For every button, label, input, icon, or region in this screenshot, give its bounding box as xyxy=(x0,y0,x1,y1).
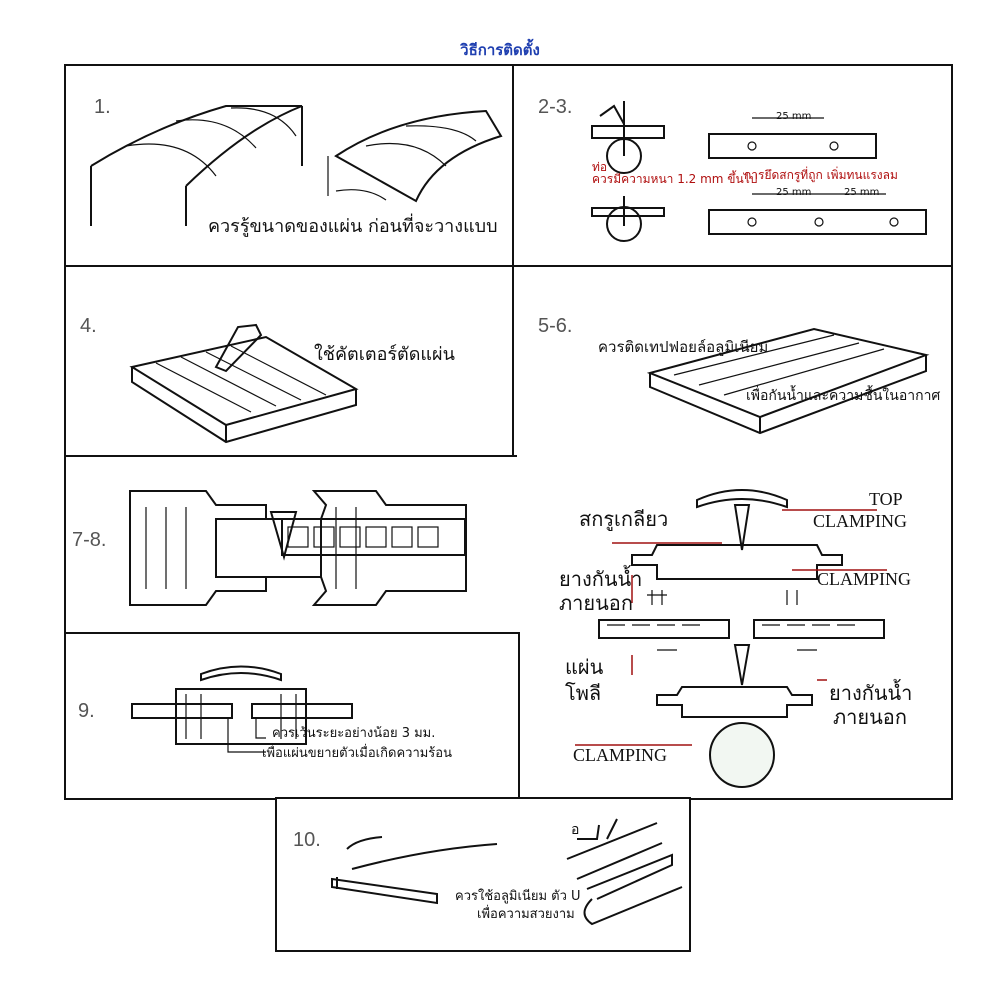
cutter-sheet-illustration xyxy=(129,323,359,444)
pipe-label: ท่อ xyxy=(592,160,608,174)
label-top: TOP xyxy=(869,489,903,509)
label-gasket-outer-line1: ยางกันน้ำ xyxy=(559,567,643,591)
u-label: อ xyxy=(571,822,580,838)
label-clamping-bottom: CLAMPING xyxy=(573,745,668,765)
label-gasket-inner-line1: ยางกันน้ำ xyxy=(829,681,913,705)
step-caption: ใช้คัตเตอร์ตัดแผ่น xyxy=(314,344,455,365)
pipe-profile-illustration xyxy=(591,101,927,242)
step-caption: ควรรู้ขนาดของแผ่น ก่อนที่จะวางแบบ xyxy=(208,216,498,237)
screw-placement-note: การยึดสกรูที่ถูก เพิ่มทนแรงลม xyxy=(744,168,898,182)
step-caption-top: ควรติดเทปฟอยล์อลูมิเนียม xyxy=(598,338,769,356)
label-gasket-inner-line2: ภายนอก xyxy=(833,705,907,729)
label-clamping-middle: CLAMPING xyxy=(817,569,912,589)
step-number: 5-6. xyxy=(538,315,573,337)
step-number: 1. xyxy=(94,96,111,118)
panel-step-10: 10. อ ควรใช้อลูมิเนียม ตัว U เพื่อความสว… xyxy=(275,797,691,952)
gap-note-line2: เพื่อแผ่นขยายตัวเมื่อเกิดความร้อน xyxy=(262,746,452,761)
step-number: 10. xyxy=(293,829,321,851)
label-sheet-line2: โพลี xyxy=(565,681,602,705)
panel-step-5-6: 5-6. ควรติดเทปฟอยล์อลูมิเนียม เพื่อกันน้… xyxy=(512,265,953,457)
step-number: 2-3. xyxy=(538,96,573,118)
label-gasket-outer-line2: ภายนอก xyxy=(559,591,633,615)
u-channel-illustration xyxy=(331,818,683,926)
foil-tape-sheet-illustration xyxy=(646,327,930,435)
dimension-label: 25 mm xyxy=(844,187,880,198)
step-number: 9. xyxy=(78,700,95,722)
carport-arch-illustration xyxy=(90,105,503,226)
step-caption-bottom: เพื่อกันน้ำและความชื้นในอากาศ xyxy=(746,388,941,404)
panel-step-2-3: 2-3. ท่อ ควรมีความหนา 1.2 mm ขึ้นไป การย… xyxy=(512,64,953,268)
dimension-label: 25 mm xyxy=(776,187,812,198)
panel-step-9: 9. ควรเว้นระยะอย่างน้อย 3 มม. เพื่อแผ่นข… xyxy=(64,632,520,800)
clamp-profile-cross-section xyxy=(129,490,467,606)
label-top-clamping: CLAMPING xyxy=(813,511,908,531)
step-number: 7-8. xyxy=(72,529,107,551)
step-number: 4. xyxy=(80,315,97,337)
panel-step-1: 1. ควรรู้ขนาดของแผ่น ก่อนที่จะวางแบบ xyxy=(64,64,515,268)
step-caption-line1: ควรใช้อลูมิเนียม ตัว U xyxy=(455,889,581,904)
expansion-gap-illustration xyxy=(131,665,353,753)
page-title: วิธีการติดตั้ง xyxy=(460,41,540,59)
label-sheet-line1: แผ่น xyxy=(565,655,604,679)
panel-step-7-8-exploded: สกรูเกลียว TOP CLAMPING CLAMPING ยางกันน… xyxy=(517,455,953,800)
pipe-thickness-note: ควรมีความหนา 1.2 mm ขึ้นไป xyxy=(592,172,758,186)
exploded-clamp-diagram xyxy=(575,489,887,788)
panel-step-7-8: 7-8. xyxy=(64,455,520,637)
dimension-label: 25 mm xyxy=(776,111,812,122)
panel-step-4: 4. ใช้คัตเตอร์ตัดแผ่น xyxy=(64,265,515,457)
label-screw: สกรูเกลียว xyxy=(579,507,669,531)
step-caption-line2: เพื่อความสวยงาม xyxy=(477,907,575,922)
gap-note-line1: ควรเว้นระยะอย่างน้อย 3 มม. xyxy=(272,726,436,741)
